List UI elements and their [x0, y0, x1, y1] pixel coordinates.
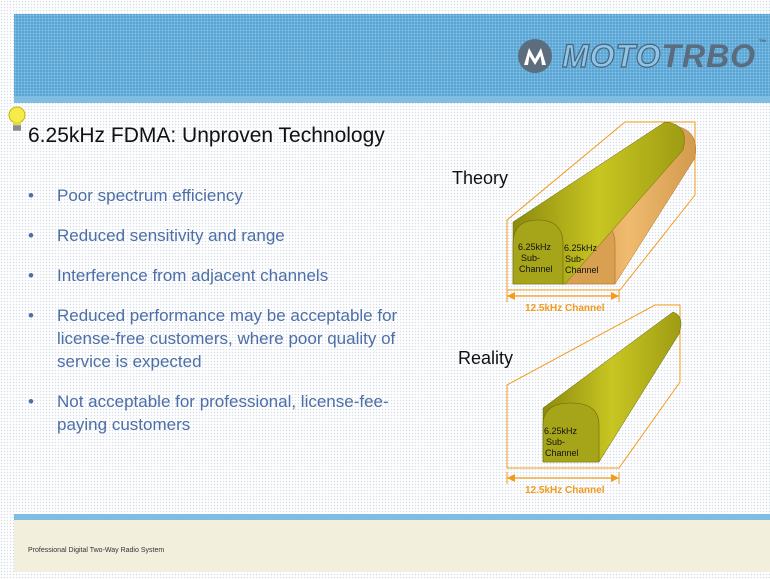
theory-left-sub-label-3: Channel: [519, 264, 553, 274]
theory-left-subchannel-face: [512, 219, 564, 285]
footer-divider: [14, 514, 770, 520]
theory-label: Theory: [452, 168, 509, 188]
reality-arrow-left-icon: [507, 474, 515, 482]
header-band: [14, 14, 770, 96]
bullet-item: Interference from adjacent channels: [28, 264, 428, 287]
logo-trademark: ™: [758, 37, 768, 47]
bullet-item: Reduced sensitivity and range: [28, 224, 428, 247]
reality-sub-label-1: 6.25kHz: [544, 426, 578, 436]
channel-diagram: 6.25kHz Sub- Channel 6.25kHz Sub- Channe…: [506, 121, 697, 496]
theory-arrow-right-icon: [611, 292, 619, 300]
logo-trbo: TRBO: [661, 37, 757, 74]
lightbulb-icon: [8, 106, 26, 131]
reality-subchannel-face: [542, 402, 600, 463]
bullet-item: Poor spectrum efficiency: [28, 184, 428, 207]
reality-label: Reality: [458, 348, 514, 368]
footer-band: [14, 520, 770, 572]
reality-channel-outline: [506, 304, 681, 469]
theory-right-sub-label-1: 6.25kHz: [564, 243, 598, 253]
reality-sub-label-3: Channel: [545, 448, 579, 458]
reality-sub-label-2: Sub-: [546, 437, 565, 447]
theory-arrow-left-icon: [507, 292, 515, 300]
logo-moto: MOTO: [561, 37, 662, 74]
theory-channel-outline: [506, 121, 696, 291]
footer-text: Professional Digital Two-Way Radio Syste…: [28, 547, 165, 554]
theory-left-sub-label-1: 6.25kHz: [518, 242, 552, 252]
reality-diagram: 6.25kHz Sub- Channel 12.5kHz Channel: [506, 304, 682, 496]
theory-right-sub-label-2: Sub-: [565, 254, 584, 264]
slide-title: 6.25kHz FDMA: Unproven Technology: [28, 124, 385, 147]
reality-channel-label: 12.5kHz Channel: [525, 485, 605, 496]
theory-right-sub-label-3: Channel: [565, 265, 599, 275]
bullet-item: Not acceptable for professional, license…: [28, 390, 428, 436]
bullet-list: Poor spectrum efficiency Reduced sensiti…: [28, 184, 428, 453]
theory-left-sub-label-2: Sub-: [521, 253, 540, 263]
theory-diagram: 6.25kHz Sub- Channel 6.25kHz Sub- Channe…: [506, 121, 697, 314]
header-divider: [14, 96, 770, 103]
motorola-batwing-icon: [518, 39, 552, 73]
reality-arrow-right-icon: [611, 474, 619, 482]
bullet-item: Reduced performance may be acceptable fo…: [28, 304, 428, 373]
theory-channel-label: 12.5kHz Channel: [525, 303, 605, 314]
